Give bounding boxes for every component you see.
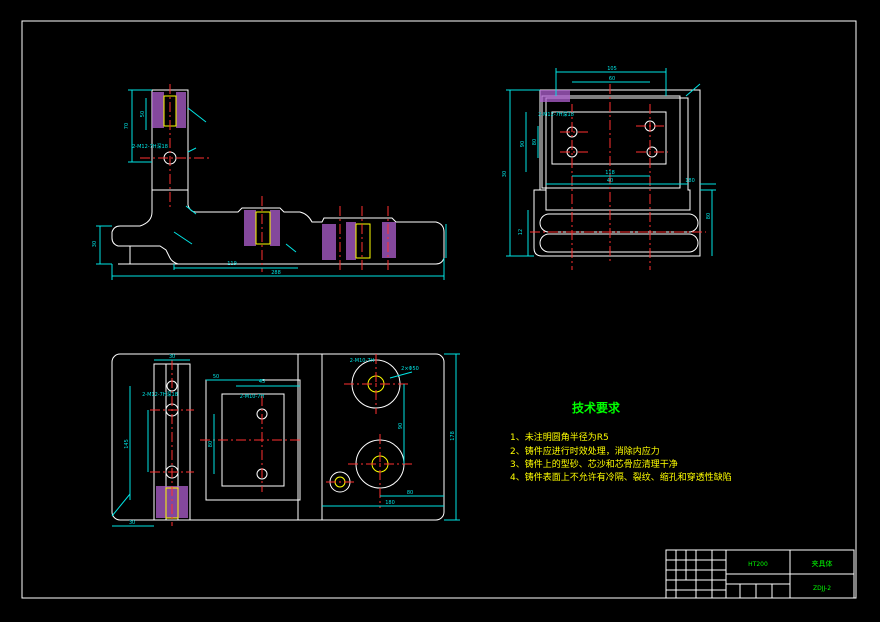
notes-title: 技术要求 <box>572 400 621 415</box>
front-view <box>96 84 447 280</box>
note-item-2: 2、铸件应进行时效处理，消除内应力 <box>510 445 660 457</box>
front-view-outline <box>111 89 445 265</box>
title-block <box>665 549 855 599</box>
side-view-outline <box>533 89 701 257</box>
top-view-outline <box>111 353 445 521</box>
note-item-1: 1、未注明圆角半径为R5 <box>510 431 609 443</box>
drawing-frame <box>21 20 857 599</box>
note-item-3: 3、铸件上的型砂、芯沙和芯骨应清理干净 <box>510 458 678 470</box>
title-block-drawing-number: ZDJJ-2 <box>813 585 831 592</box>
title-block-part-name: 夹具体 <box>812 559 833 568</box>
note-item-4: 4、铸件表面上不允许有冷隔、裂纹、缩孔和穿透性缺陷 <box>510 471 732 483</box>
top-view <box>111 353 460 527</box>
title-block-material: HT200 <box>748 561 768 568</box>
side-view <box>506 68 716 270</box>
